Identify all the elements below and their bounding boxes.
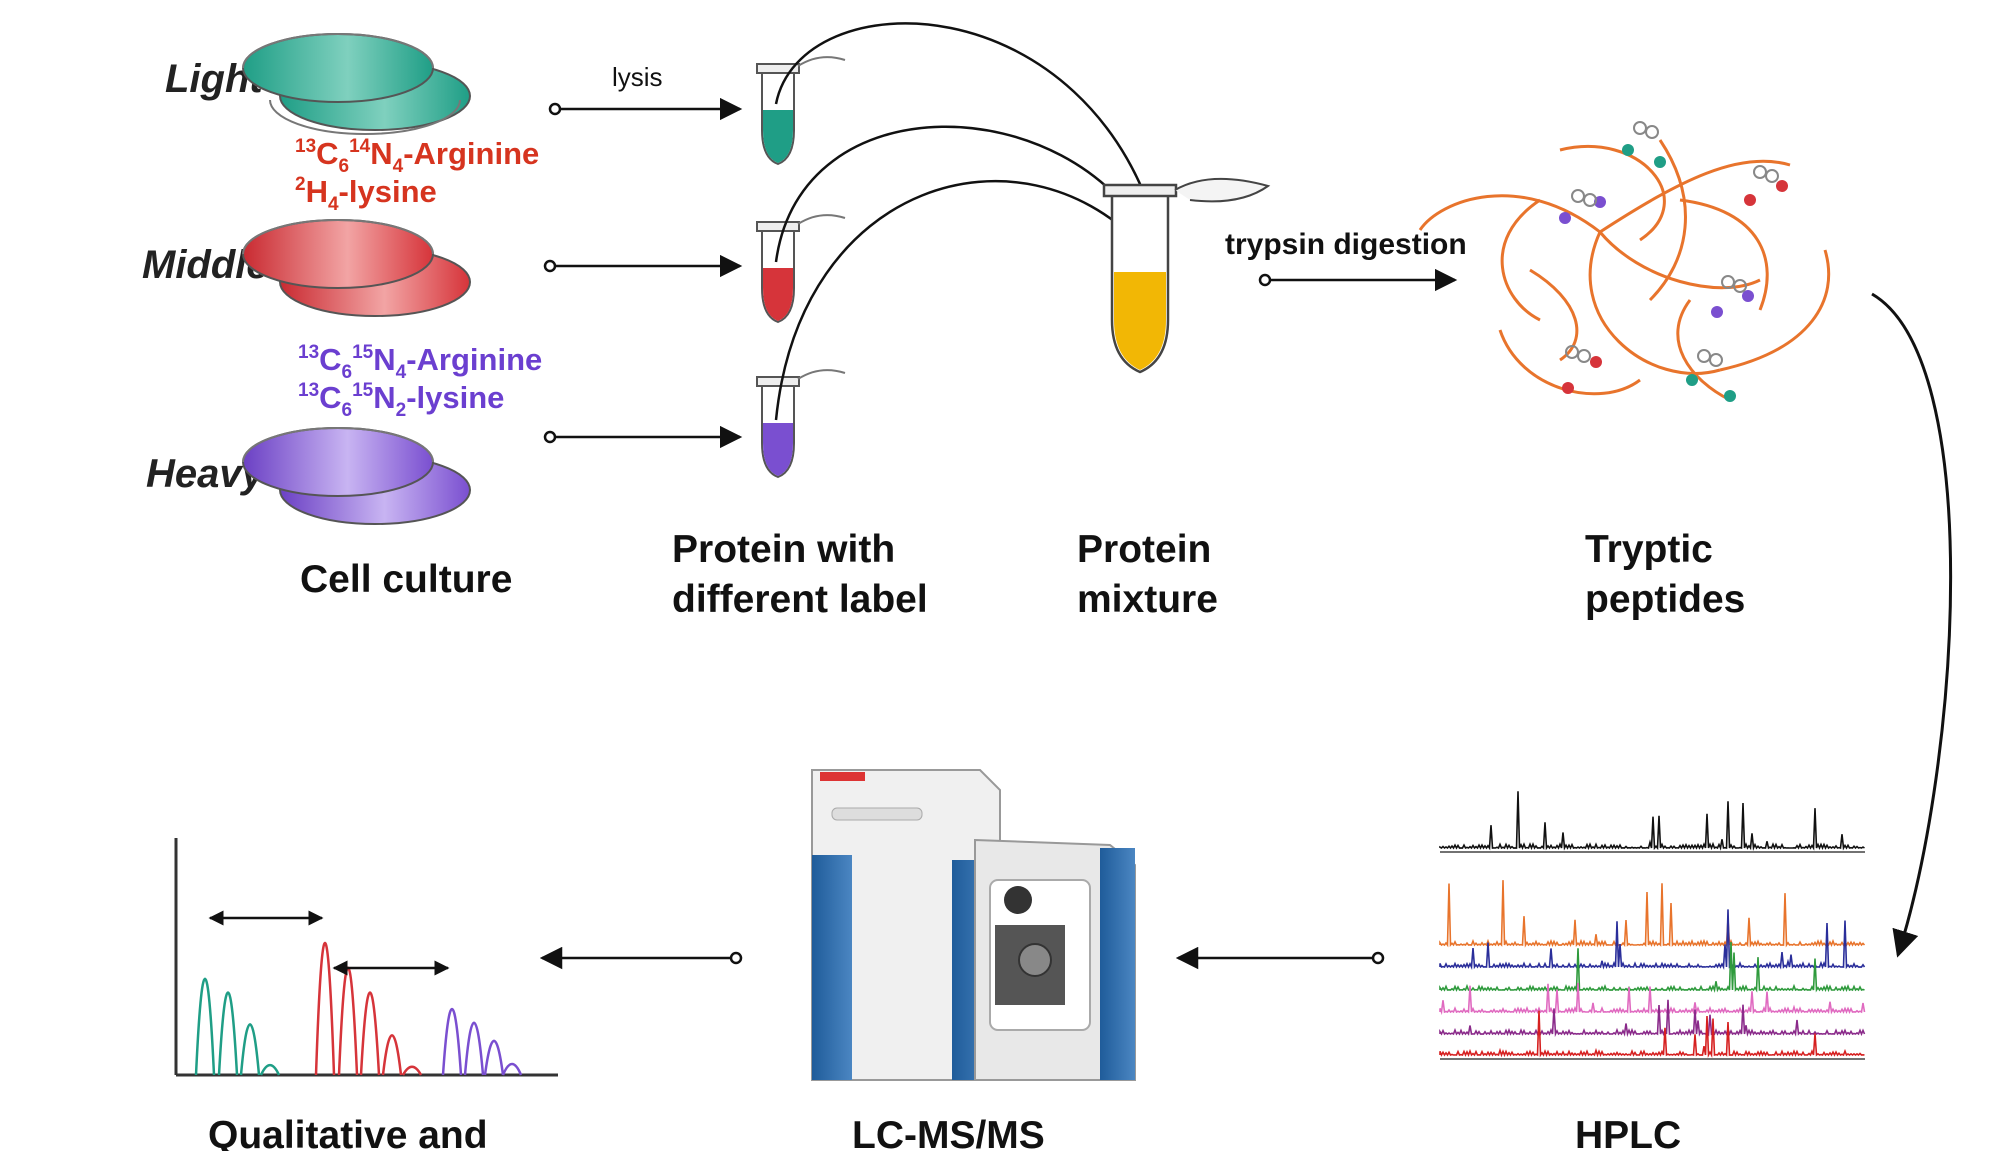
- protein-label-caption-line2: different label: [672, 578, 928, 621]
- hplc-chromatograms: [1439, 791, 1866, 1060]
- hplc-caption: HPLC: [1575, 1114, 1681, 1151]
- hplc-trace: [1439, 1010, 1865, 1059]
- hplc-trace: [1439, 941, 1865, 994]
- spectrum-peak: [217, 991, 239, 1076]
- heavy-arginine-label: 13C615N4-Arginine: [298, 342, 542, 383]
- tube-heavy: [756, 369, 846, 479]
- lc-ms-ms-caption: LC-MS/MS: [852, 1114, 1045, 1151]
- lysis-arrows: [543, 97, 743, 449]
- peptide-cleavage-sites: [1559, 144, 1788, 402]
- hplc-trace: [1439, 791, 1865, 852]
- cell-culture-caption: Cell culture: [300, 558, 512, 601]
- spectrum-peak: [314, 942, 336, 1076]
- tryptic-peptides-caption-line2: peptides: [1585, 578, 1745, 621]
- heavy-lysine-label: 13C615N2-lysine: [298, 380, 504, 421]
- spectrum-peak: [501, 1062, 523, 1076]
- protein-label-caption-line1: Protein with: [672, 528, 895, 571]
- lc-ms-instrument: [811, 769, 1136, 1081]
- spectrum-peak: [441, 1007, 463, 1076]
- scissors-icon: [1565, 121, 1779, 367]
- trypsin-arrow: [1258, 268, 1458, 292]
- tryptic-peptides-caption-line1: Tryptic: [1585, 528, 1713, 571]
- peptides-to-hplc-arrow: [1871, 292, 1953, 958]
- hplc-trace: [1439, 982, 1866, 1016]
- spectrum-peak: [381, 1034, 403, 1076]
- hplc-trace: [1439, 999, 1866, 1038]
- dish-heavy: [242, 427, 471, 525]
- protein-mixture-caption-line1: Protein: [1077, 528, 1211, 571]
- middle-arginine-label: 13C614N4-Arginine: [295, 136, 539, 177]
- spectrum-peak: [463, 1021, 485, 1076]
- spectrum-peak: [359, 991, 381, 1076]
- spectrum-peak: [483, 1039, 505, 1076]
- analysis-caption: Qualitative and: [208, 1114, 488, 1151]
- dish-light: [242, 33, 471, 135]
- middle-lysine-label: 2H4-lysine: [295, 174, 437, 215]
- spectrum-peak: [401, 1065, 423, 1076]
- trypsin-digestion-label: trypsin digestion: [1225, 228, 1467, 261]
- hplc-to-lcms-arrow: [1175, 946, 1385, 970]
- dish-middle: [242, 219, 471, 317]
- spectrum-peak: [337, 966, 359, 1076]
- tube-middle: [756, 214, 846, 324]
- spectrum-peak: [239, 1023, 261, 1076]
- lcms-to-analysis-arrow: [539, 946, 743, 970]
- protein-mixture-caption-line2: mixture: [1077, 578, 1218, 621]
- tube-light: [756, 56, 846, 166]
- lysis-label: lysis: [612, 62, 663, 92]
- hplc-trace: [1439, 880, 1866, 948]
- hplc-trace: [1439, 909, 1866, 971]
- spectrum-peak: [259, 1063, 281, 1076]
- tube-mixture: [1102, 177, 1271, 374]
- combine-arrows: [774, 22, 1166, 421]
- spectrum-peak: [194, 977, 216, 1076]
- mass-spectrum: [174, 838, 558, 1077]
